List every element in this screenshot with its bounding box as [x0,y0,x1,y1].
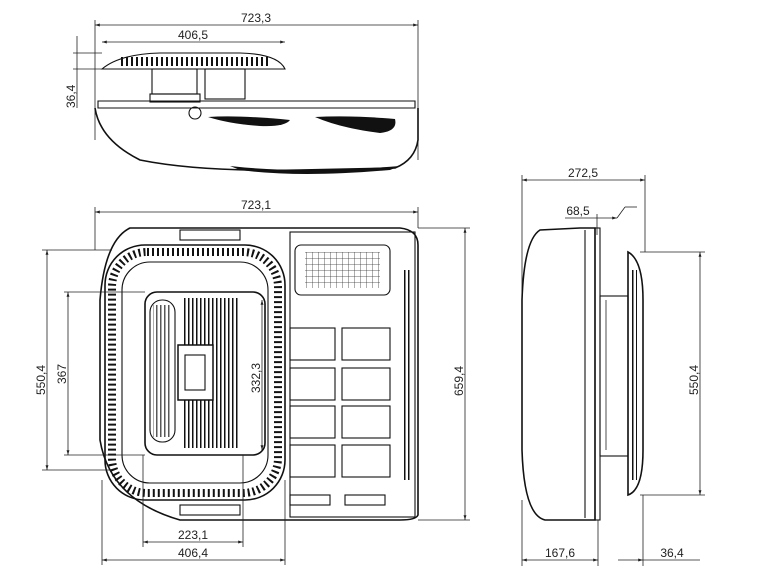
dimension-label-panel-height: 332,3 [249,363,263,393]
dimension-label-outer-height: 550,4 [34,365,48,395]
fan-grille-top [100,52,286,70]
side-shell [521,227,596,521]
side-grille [627,250,644,497]
dimension-label-offset: 68,5 [566,204,590,218]
dimension-label-inner-height: 367 [55,364,69,384]
dimension-label-overall-width: 723,1 [241,198,271,212]
top-view: 723,3 406,5 36,4 [64,11,419,174]
dimension-label-grille-height: 550,4 [687,365,701,395]
unit-outline [99,227,419,521]
dimension-label-grille-width: 406,5 [178,28,208,42]
dimension-label-overall-depth: 272,5 [568,166,598,180]
dimension-label-overall-width: 723,3 [241,11,271,25]
dimension-label-panel-width: 223,1 [178,528,208,542]
dimension-label-grille-width: 406,4 [178,546,208,560]
dimension-label-grille-depth: 36,4 [660,546,684,560]
unit-body-profile [94,107,419,172]
side-view: 272,5 68,5 550,4 167,6 36,4 [521,166,705,566]
inner-panel [144,291,266,456]
front-view: 723,1 [34,198,470,565]
round-grille [104,244,286,501]
fan-grid [289,327,391,478]
dimension-label-total-depth: 659,4 [452,366,466,396]
control-module [177,344,214,401]
dimension-label-height: 36,4 [64,84,78,108]
dimension-label-shell-depth: 167,6 [545,546,575,560]
